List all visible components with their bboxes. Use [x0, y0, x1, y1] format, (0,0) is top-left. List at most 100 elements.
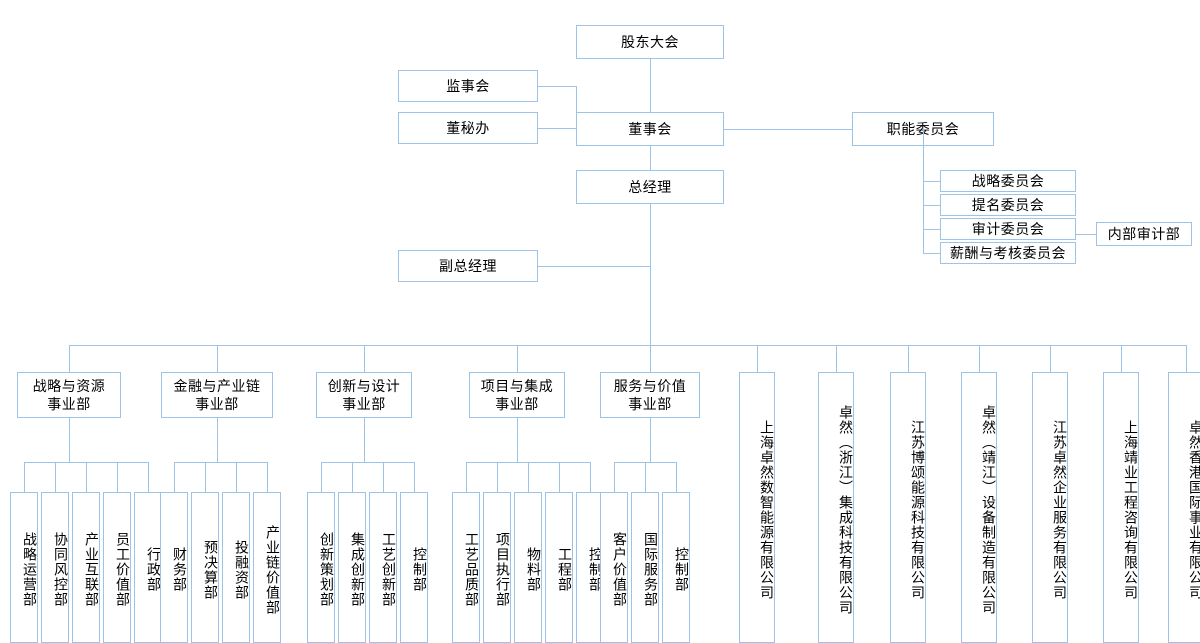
node-subsidiary-1[interactable]: 卓然（浙江）集成科技有限公司: [818, 372, 854, 643]
node-supervisory-board[interactable]: 监事会: [398, 70, 538, 102]
node-shareholders-meeting[interactable]: 股东大会: [576, 25, 724, 59]
connector-subsidiary-5-up: [1121, 345, 1122, 372]
connector-functional-down: [923, 129, 924, 146]
node-department-0-0[interactable]: 战略运营部: [10, 492, 38, 643]
node-department-3-2[interactable]: 物料部: [514, 492, 542, 643]
connector-division-3-up: [517, 345, 518, 372]
connector-committee-3: [923, 253, 940, 254]
connector-dept-1-1: [205, 462, 206, 492]
node-department-0-1[interactable]: 协同风控部: [41, 492, 69, 643]
connector-main-busbar: [69, 345, 1186, 346]
connector-division-1-up: [217, 345, 218, 372]
node-subsidiary-5[interactable]: 上海靖业工程咨询有限公司: [1103, 372, 1139, 643]
node-subsidiary-3[interactable]: 卓然（靖江）设备制造有限公司: [961, 372, 997, 643]
connector-dept-3-4: [590, 462, 591, 492]
connector-division-2-down: [364, 418, 365, 462]
connector-subsidiary-3-up: [979, 345, 980, 372]
node-subsidiary-0[interactable]: 上海卓然数智能源有限公司: [739, 372, 775, 643]
node-division-2[interactable]: 创新与设计 事业部: [316, 372, 412, 418]
connector-dept-4-2: [676, 462, 677, 492]
connector-dept-2-2: [383, 462, 384, 492]
connector-dept-bar-3: [466, 462, 590, 463]
connector-dept-bar-0: [24, 462, 148, 463]
connector-committee-0: [923, 181, 940, 182]
node-department-4-0[interactable]: 客户价值部: [600, 492, 628, 643]
node-subsidiary-4[interactable]: 江苏卓然企业服务有限公司: [1032, 372, 1068, 643]
connector-subsidiary-1-up: [836, 345, 837, 372]
node-department-1-1[interactable]: 预决算部: [191, 492, 219, 643]
connector-committees-trunk: [923, 146, 924, 253]
connector-dept-bar-4: [614, 462, 676, 463]
node-division-4[interactable]: 服务与价值 事业部: [600, 372, 700, 418]
connector-supervisory-vert: [576, 86, 577, 129]
node-department-0-4[interactable]: 行政部: [134, 492, 162, 643]
node-department-2-3[interactable]: 控制部: [400, 492, 428, 643]
connector-subsidiary-4-up: [1050, 345, 1051, 372]
node-department-2-2[interactable]: 工艺创新部: [369, 492, 397, 643]
connector-dept-bar-1: [174, 462, 267, 463]
connector-committee-1: [923, 205, 940, 206]
node-department-1-2[interactable]: 投融资部: [222, 492, 250, 643]
node-committee-2[interactable]: 审计委员会: [940, 218, 1076, 240]
node-department-3-3[interactable]: 工程部: [545, 492, 573, 643]
connector-dept-2-0: [321, 462, 322, 492]
connector-dept-1-2: [236, 462, 237, 492]
connector-dept-0-1: [55, 462, 56, 492]
connector-division-1-down: [217, 418, 218, 462]
connector-dgm-to-gm: [538, 266, 650, 267]
node-department-3-0[interactable]: 工艺品质部: [452, 492, 480, 643]
connector-subsidiary-0-up: [757, 345, 758, 372]
node-board-of-directors[interactable]: 董事会: [576, 112, 724, 146]
connector-dept-3-1: [497, 462, 498, 492]
connector-committees-top: [923, 146, 924, 147]
node-general-manager[interactable]: 总经理: [576, 170, 724, 204]
node-committee-0[interactable]: 战略委员会: [940, 170, 1076, 192]
connector-division-4-down: [650, 418, 651, 462]
connector-dept-4-0: [614, 462, 615, 492]
connector-subsidiary-2-up: [908, 345, 909, 372]
connector-secretary-to-board: [538, 128, 576, 129]
node-department-4-1[interactable]: 国际服务部: [631, 492, 659, 643]
node-department-1-3[interactable]: 产业链价值部: [253, 492, 281, 643]
connector-dept-0-4: [148, 462, 149, 492]
connector-dept-2-3: [414, 462, 415, 492]
connector-division-4-up: [650, 345, 651, 372]
node-department-2-1[interactable]: 集成创新部: [338, 492, 366, 643]
node-committee-1[interactable]: 提名委员会: [940, 194, 1076, 216]
connector-dept-0-3: [117, 462, 118, 492]
connector-dept-4-1: [645, 462, 646, 492]
connector-dept-1-0: [174, 462, 175, 492]
connector-division-0-up: [69, 345, 70, 372]
node-department-4-2[interactable]: 控制部: [662, 492, 690, 643]
node-internal-audit[interactable]: 内部审计部: [1096, 222, 1192, 246]
connector-dept-bar-2: [321, 462, 414, 463]
connector-division-0-down: [69, 418, 70, 462]
connector-board-to-committees: [724, 129, 852, 130]
node-board-secretary-office[interactable]: 董秘办: [398, 112, 538, 144]
connector-dept-3-0: [466, 462, 467, 492]
node-committee-3[interactable]: 薪酬与考核委员会: [940, 242, 1076, 264]
connector-board-to-gm: [650, 146, 651, 170]
node-division-3[interactable]: 项目与集成 事业部: [469, 372, 565, 418]
node-department-2-0[interactable]: 创新策划部: [307, 492, 335, 643]
node-subsidiary-6[interactable]: 卓然香港国际事业有限公司: [1168, 372, 1200, 643]
connector-gm-down: [650, 204, 651, 345]
connector-subsidiary-6-up: [1186, 345, 1187, 372]
node-deputy-general-manager[interactable]: 副总经理: [398, 250, 538, 282]
node-subsidiary-2[interactable]: 江苏博颂能源科技有限公司: [890, 372, 926, 643]
node-division-0[interactable]: 战略与资源 事业部: [17, 372, 121, 418]
connector-dept-0-0: [24, 462, 25, 492]
connector-division-2-up: [364, 345, 365, 372]
node-division-1[interactable]: 金融与产业链 事业部: [161, 372, 273, 418]
connector-dept-3-2: [528, 462, 529, 492]
node-department-3-1[interactable]: 项目执行部: [483, 492, 511, 643]
connector-audit-to-internal-audit: [1076, 234, 1096, 235]
connector-dept-1-3: [267, 462, 268, 492]
connector-dept-3-3: [559, 462, 560, 492]
connector-dept-2-1: [352, 462, 353, 492]
connector-shareholders-to-board: [650, 59, 651, 112]
node-department-1-0[interactable]: 财务部: [160, 492, 188, 643]
node-department-0-3[interactable]: 员工价值部: [103, 492, 131, 643]
node-department-0-2[interactable]: 产业互联部: [72, 492, 100, 643]
